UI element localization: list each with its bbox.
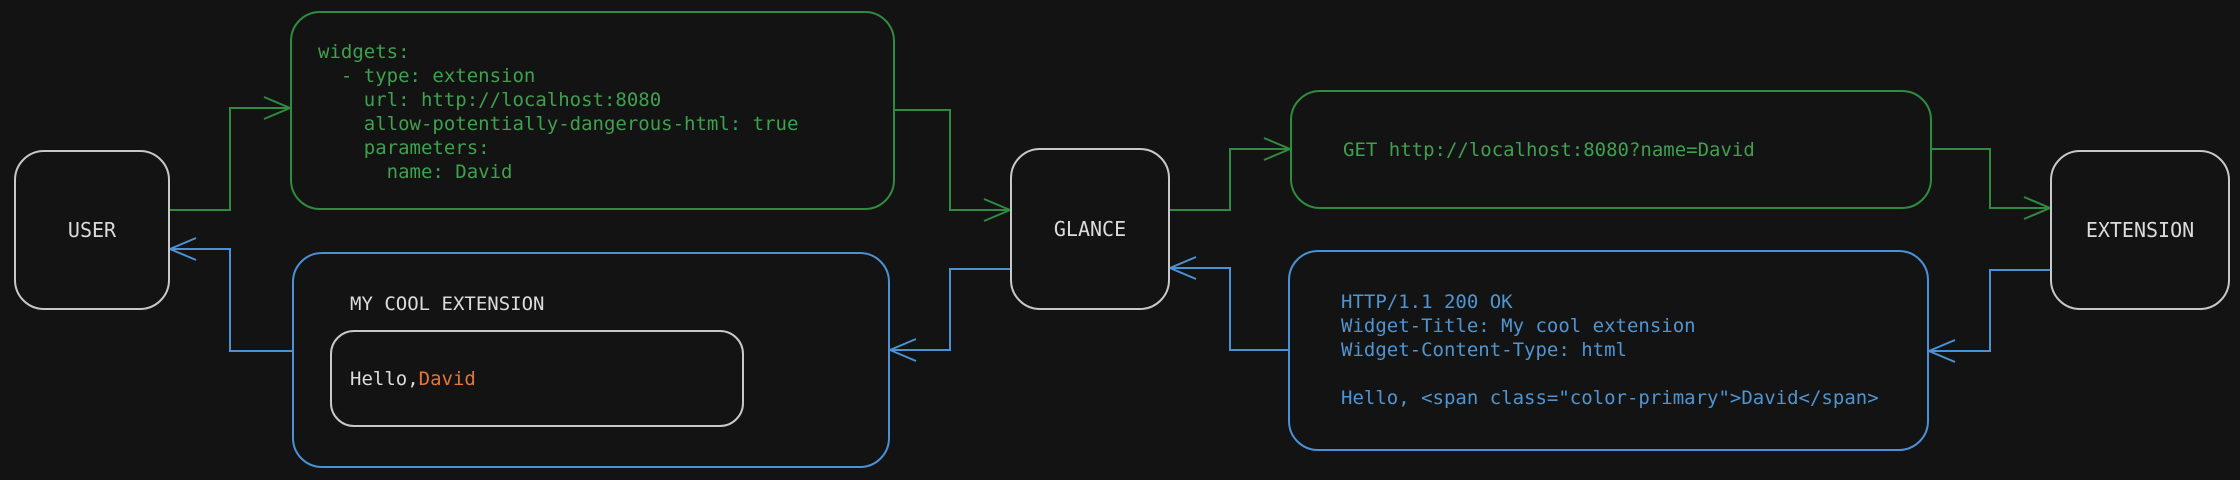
widget-preview-box: MY COOL EXTENSION Hello, David — [292, 252, 890, 468]
widget-preview-title: MY COOL EXTENSION — [350, 293, 545, 315]
node-glance-label: GLANCE — [1053, 217, 1127, 241]
arrow-glance-to-preview — [887, 268, 1010, 362]
arrowhead-left-icon — [887, 338, 917, 362]
arrow-line — [1931, 269, 2050, 352]
arrowhead-left-icon — [1167, 256, 1197, 280]
node-extension: EXTENSION — [2050, 150, 2230, 310]
arrow-glance-to-request — [1170, 137, 1293, 211]
widget-preview-content-box: Hello, David — [330, 330, 744, 427]
node-user: USER — [14, 150, 170, 310]
node-glance: GLANCE — [1010, 148, 1170, 310]
config-yaml-box: widgets: - type: extension url: http://l… — [290, 11, 895, 210]
arrow-line — [172, 248, 292, 352]
arrow-line — [892, 268, 1010, 351]
greeting-name: David — [418, 367, 476, 390]
greeting-prefix: Hello, — [350, 367, 419, 390]
arrow-line — [1930, 148, 2048, 209]
node-extension-label: EXTENSION — [2085, 218, 2195, 242]
arrow-line — [894, 109, 1008, 211]
arrow-config-to-glance — [894, 109, 1013, 222]
arrow-preview-to-user — [167, 237, 292, 352]
http-request-box: GET http://localhost:8080?name=David — [1290, 90, 1932, 209]
arrowhead-left-icon — [167, 237, 197, 261]
arrow-extension-to-response — [1926, 269, 2050, 363]
http-request-line: GET http://localhost:8080?name=David — [1343, 138, 1755, 161]
node-user-label: USER — [67, 218, 117, 242]
http-response-box: HTTP/1.1 200 OK Widget-Title: My cool ex… — [1288, 250, 1929, 451]
arrow-line — [1170, 148, 1288, 211]
arrow-request-to-extension — [1930, 148, 2053, 220]
arrow-line — [1172, 267, 1288, 351]
http-response-code: HTTP/1.1 200 OK Widget-Title: My cool ex… — [1341, 291, 1879, 409]
arrow-line — [170, 107, 288, 211]
arrow-response-to-glance — [1167, 256, 1288, 351]
arrow-user-to-config — [170, 96, 293, 211]
config-yaml-code: widgets: - type: extension url: http://l… — [318, 41, 799, 183]
arrowhead-left-icon — [1926, 339, 1956, 363]
